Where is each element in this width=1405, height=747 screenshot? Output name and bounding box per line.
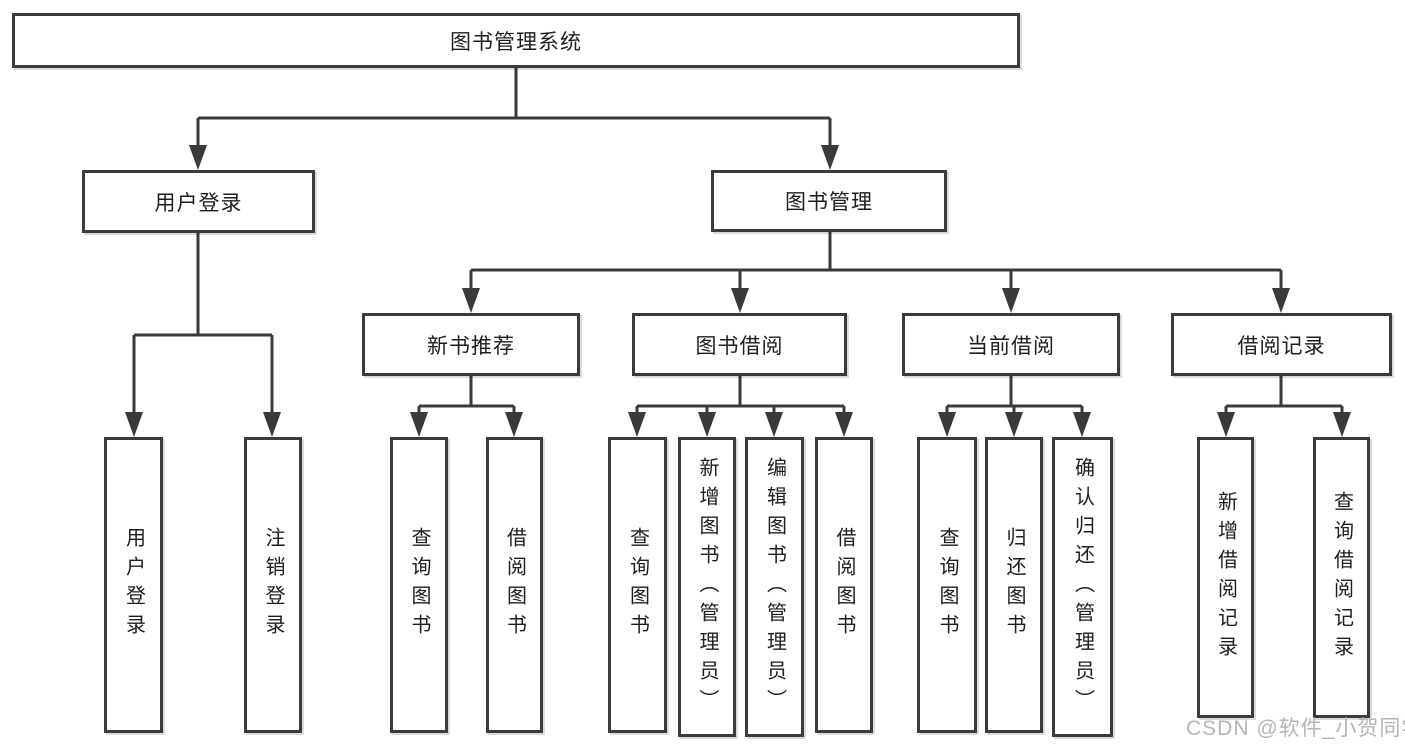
leaf-label: 查询借阅记录: [1330, 490, 1353, 665]
node-book-borrowing: 图书借阅: [632, 313, 847, 376]
leaf-cb-query-book: 查询图书: [917, 437, 977, 733]
leaf-label: 用户登录: [122, 527, 145, 643]
node-current-borrowing: 当前借阅: [902, 313, 1120, 376]
leaf-label: 借阅图书: [503, 527, 526, 643]
leaf-cb-return-book: 归还图书: [985, 437, 1043, 733]
leaf-logout: 注销登录: [244, 437, 302, 733]
node-root: 图书管理系统: [12, 13, 1020, 68]
leaf-label: 新增借阅记录: [1214, 490, 1237, 665]
leaf-label: 借阅图书: [833, 527, 855, 643]
leaf-user-login: 用户登录: [104, 437, 163, 733]
leaf-label: 查询图书: [408, 527, 430, 643]
csdn-watermark: CSDN @软件_小贺同学: [1186, 717, 1405, 740]
leaf-label: 归还图书: [1003, 527, 1025, 643]
leaf-br-query-record: 查询借阅记录: [1313, 437, 1370, 718]
leaf-bb-add-book-admin: 新增图书（管理员）: [678, 437, 736, 737]
leaf-label: 新增图书（管理员）: [696, 456, 718, 718]
node-book-management: 图书管理: [711, 170, 947, 232]
node-new-book-recommendation: 新书推荐: [362, 313, 580, 376]
leaf-bb-edit-book-admin: 编辑图书（管理员）: [745, 437, 804, 737]
leaf-bb-query-book: 查询图书: [608, 437, 667, 733]
leaf-br-add-record: 新增借阅记录: [1197, 437, 1254, 718]
leaf-bb-borrow-book: 借阅图书: [815, 437, 873, 733]
node-user-login: 用户登录: [82, 170, 315, 233]
leaf-cb-confirm-return-admin: 确认归还（管理员）: [1052, 437, 1113, 737]
leaf-label: 确认归还（管理员）: [1071, 456, 1094, 718]
leaf-label: 注销登录: [262, 527, 284, 643]
node-borrowing-records: 借阅记录: [1171, 313, 1392, 376]
leaf-label: 查询图书: [626, 527, 649, 643]
leaf-label: 查询图书: [936, 527, 958, 643]
leaf-rec-borrow-book: 借阅图书: [486, 437, 543, 733]
leaf-rec-query-book: 查询图书: [390, 437, 448, 733]
leaf-label: 编辑图书（管理员）: [763, 456, 786, 718]
